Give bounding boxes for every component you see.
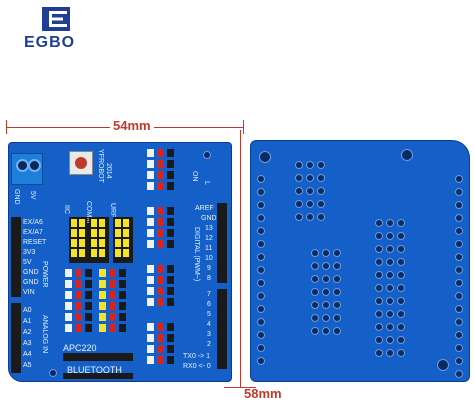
label-ex-a6: EX/A6 bbox=[23, 219, 43, 226]
right-digital-header-top bbox=[217, 203, 227, 283]
height-label: 58mm bbox=[244, 386, 282, 401]
mount-hole-1 bbox=[49, 369, 57, 377]
back-mount-hole-2 bbox=[401, 149, 413, 161]
digital-sensor-pins-top bbox=[147, 149, 187, 201]
mount-hole-2 bbox=[203, 151, 211, 159]
analog-in-silk: ANALOG IN bbox=[41, 315, 48, 354]
digital-9-silk: 9 bbox=[207, 265, 211, 272]
power-silk: POWER bbox=[41, 261, 48, 288]
label-a3: A3 bbox=[23, 340, 32, 347]
label-ex-a7: EX/A7 bbox=[23, 229, 43, 236]
shield-front-board: GND 5V YFROBOT 2014 EX/A6 EX/A7 RESET 3V… bbox=[8, 142, 232, 382]
label-reset: RESET bbox=[23, 239, 47, 246]
width-label: 54mm bbox=[110, 118, 154, 133]
digital-4-silk: 4 bbox=[207, 321, 211, 328]
back-cluster-top bbox=[295, 161, 325, 231]
label-a1: A1 bbox=[23, 318, 32, 325]
digital-gnd-silk: GND bbox=[201, 215, 217, 222]
comm-silk: COMM bbox=[85, 201, 92, 224]
label-gnd-2: GND bbox=[23, 279, 39, 286]
urf-pin-block bbox=[113, 217, 133, 263]
rx-silk: RX0 <- 0 bbox=[183, 363, 211, 370]
back-left-pins bbox=[257, 175, 265, 365]
digital-7-silk: 7 bbox=[207, 291, 211, 298]
digital-section-silk: DIGITAL (PWM~) bbox=[193, 227, 200, 282]
v5-silk: 5V bbox=[29, 191, 36, 200]
label-vin: VIN bbox=[23, 289, 35, 296]
width-dim-tick-right bbox=[243, 120, 244, 134]
left-power-header bbox=[11, 217, 21, 297]
back-cluster-mid bbox=[311, 249, 341, 359]
year-silk: 2014 bbox=[105, 163, 112, 179]
iic-silk: IIC bbox=[63, 205, 70, 214]
power-terminal-block bbox=[11, 153, 43, 185]
digital-13-silk: 13 bbox=[205, 225, 213, 232]
right-digital-header-bottom bbox=[217, 289, 227, 369]
back-mount-hole-1 bbox=[259, 151, 271, 163]
on-silk: ON bbox=[191, 171, 198, 182]
brand-name: EGBO bbox=[24, 34, 76, 51]
maker-silk: YFROBOT bbox=[97, 149, 104, 183]
gnd-silk: GND bbox=[13, 189, 20, 205]
digital-5-silk: 5 bbox=[207, 311, 211, 318]
height-dim-tick-bottom bbox=[224, 387, 256, 388]
left-analog-header bbox=[11, 303, 21, 373]
reset-button[interactable] bbox=[69, 151, 93, 175]
iic-pin-block bbox=[69, 217, 89, 263]
bluetooth-silk: BLUETOOTH bbox=[67, 365, 122, 375]
width-dim-tick-left bbox=[6, 120, 7, 134]
analog-sensor-pins-2 bbox=[99, 269, 129, 343]
digital-11-silk: 11 bbox=[205, 245, 213, 252]
shield-back-board bbox=[250, 140, 470, 382]
digital-sensor-pins-mid2 bbox=[147, 265, 187, 317]
aref-silk: AREF bbox=[195, 205, 214, 212]
label-a5: A5 bbox=[23, 362, 32, 369]
digital-3-silk: 3 bbox=[207, 331, 211, 338]
urf-silk: URF bbox=[109, 203, 116, 218]
label-a4: A4 bbox=[23, 351, 32, 358]
digital-12-silk: 12 bbox=[205, 235, 213, 242]
digital-8-silk: 8 bbox=[207, 275, 211, 282]
digital-6-silk: 6 bbox=[207, 301, 211, 308]
comm-pin-block bbox=[89, 217, 109, 263]
digital-2-silk: 2 bbox=[207, 341, 211, 348]
brand-logo: EGBO bbox=[12, 6, 94, 51]
label-a2: A2 bbox=[23, 329, 32, 336]
back-mount-hole-3 bbox=[437, 359, 449, 371]
digital-sensor-pins-bottom bbox=[147, 323, 187, 375]
label-5v: 5V bbox=[23, 259, 32, 266]
tx-silk: TX0 -> 1 bbox=[183, 353, 211, 360]
digital-sensor-pins-mid1 bbox=[147, 207, 187, 259]
height-dim-line bbox=[240, 130, 241, 388]
label-a0: A0 bbox=[23, 307, 32, 314]
analog-sensor-pins bbox=[65, 269, 125, 343]
back-right-pins bbox=[455, 175, 463, 378]
label-3v3: 3V3 bbox=[23, 249, 36, 256]
label-gnd-1: GND bbox=[23, 269, 39, 276]
apc220-header bbox=[63, 353, 133, 361]
brand-mark-icon bbox=[42, 7, 70, 31]
l-silk: L bbox=[203, 181, 210, 185]
digital-10-silk: 10 bbox=[205, 255, 213, 262]
apc220-silk: APC220 bbox=[63, 343, 97, 353]
bluetooth-header bbox=[63, 373, 133, 379]
back-cluster-right bbox=[375, 219, 405, 369]
